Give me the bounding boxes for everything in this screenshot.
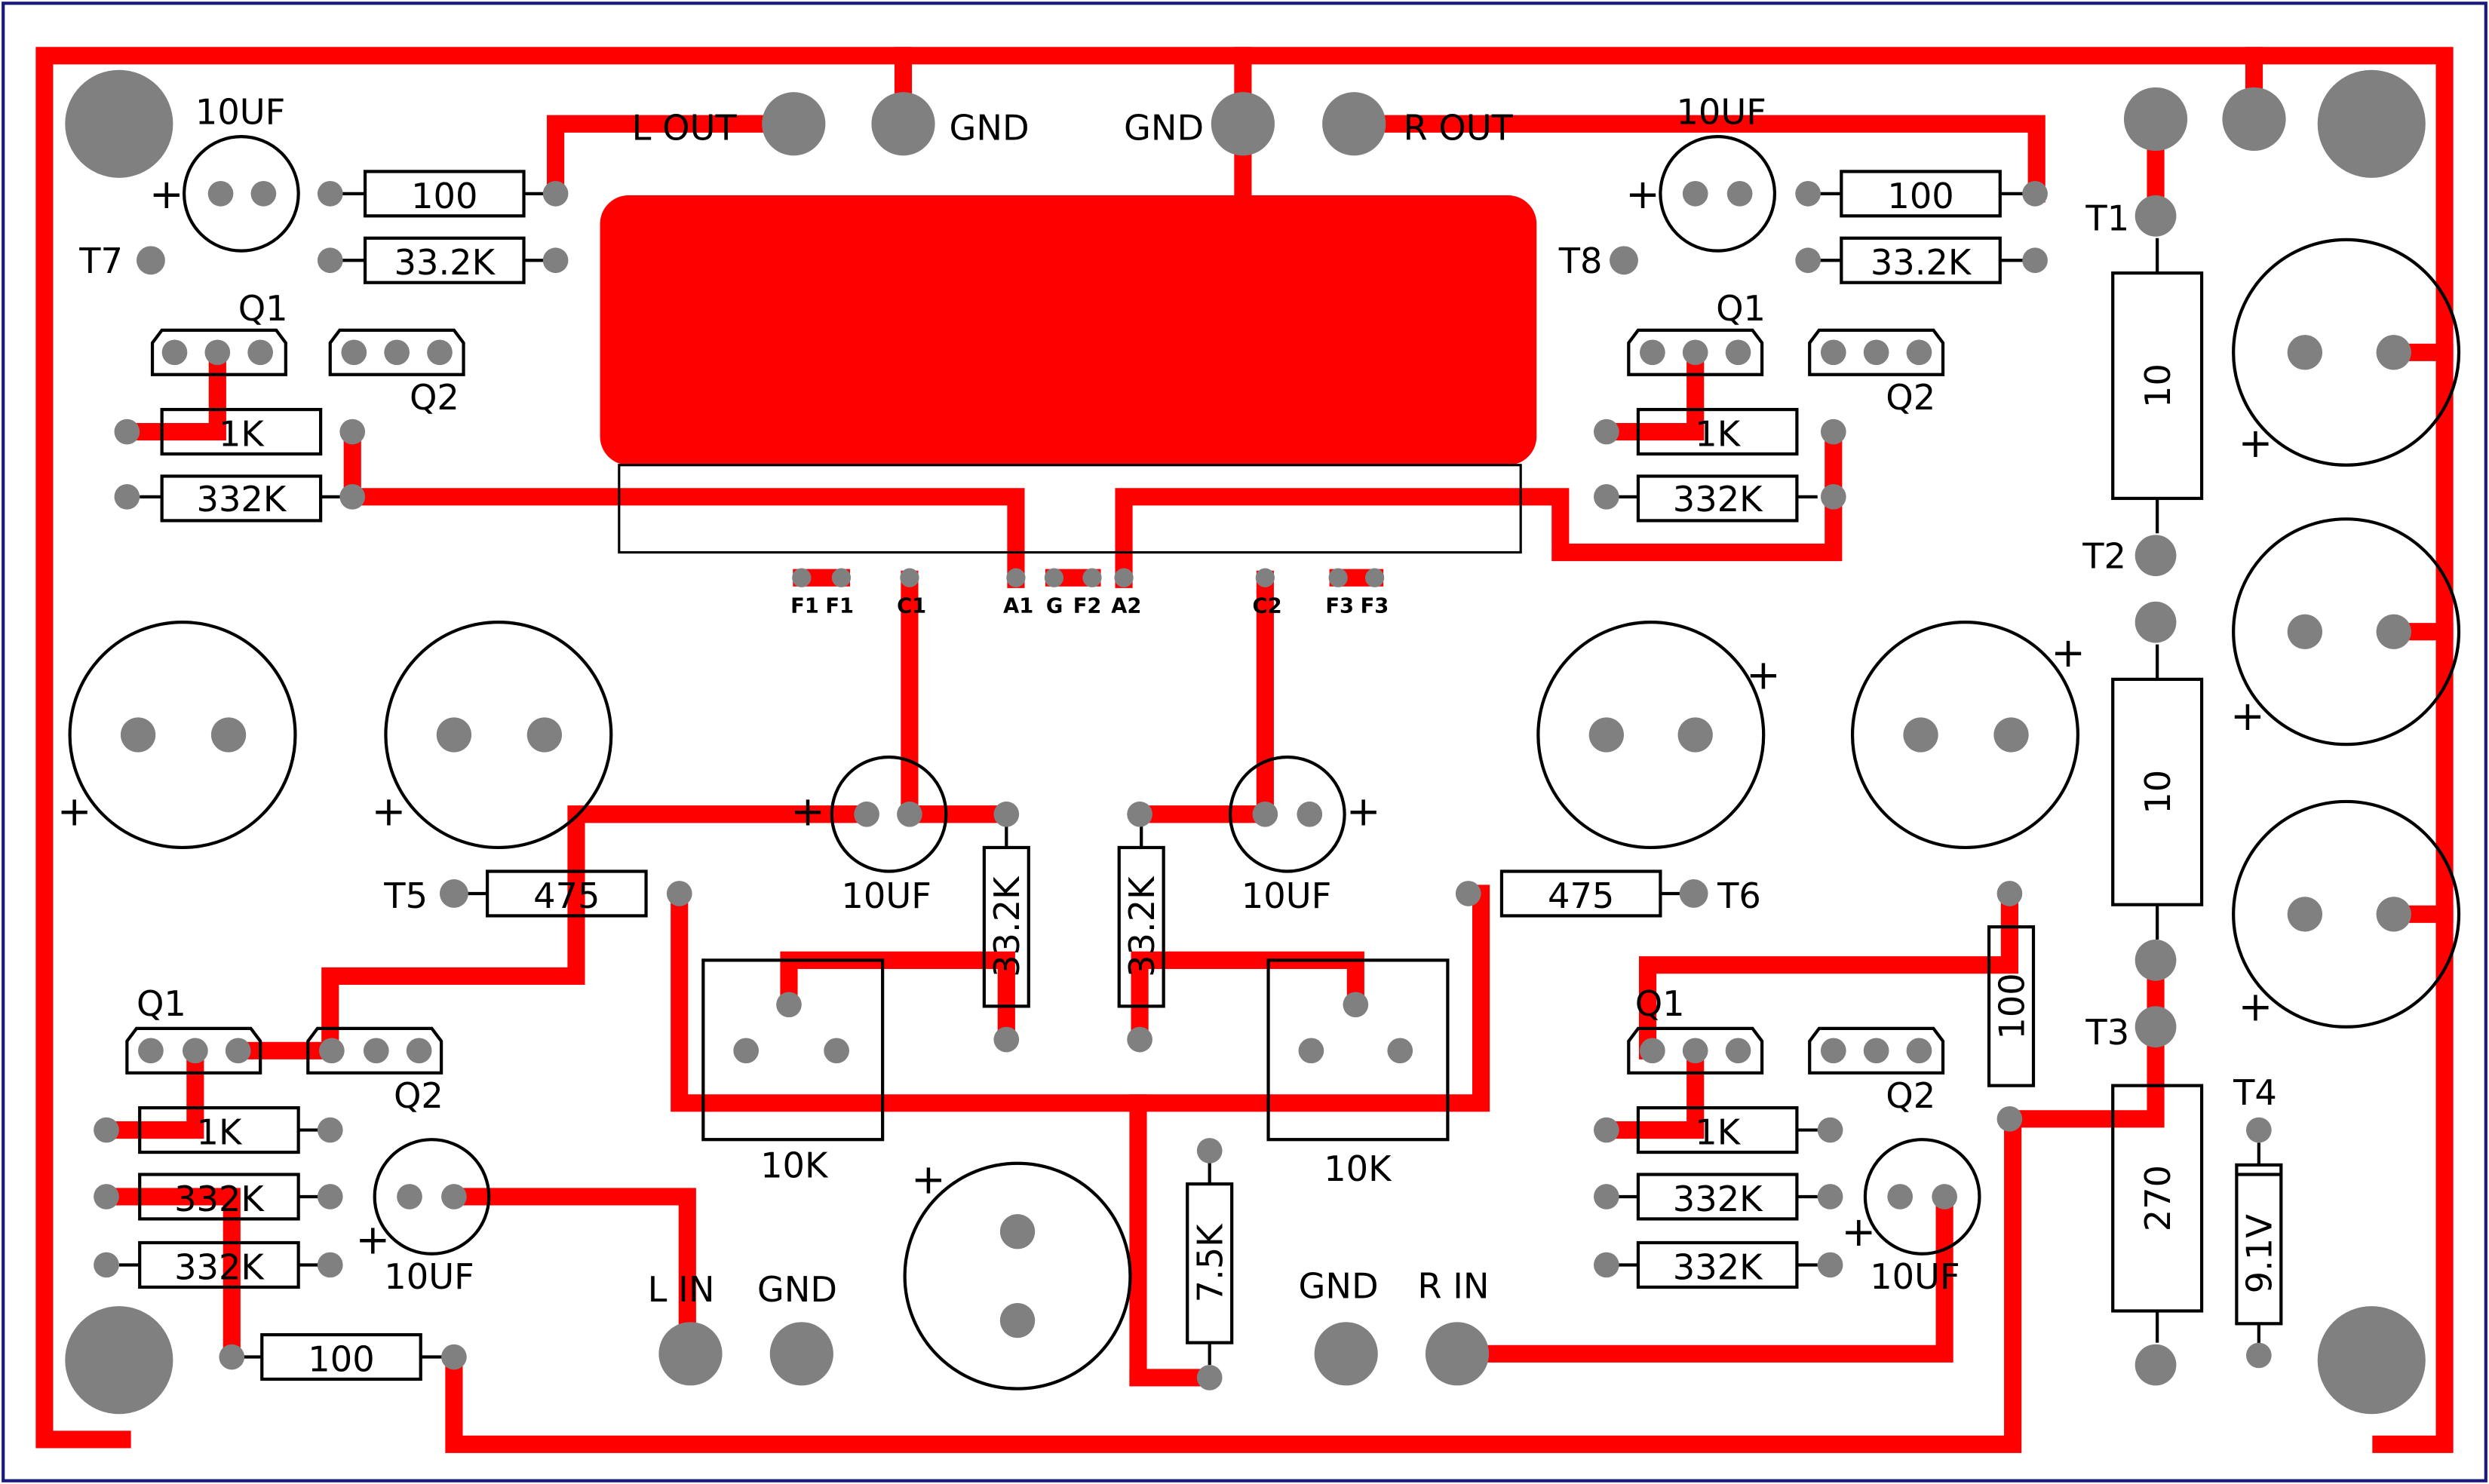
t3-label: T3 (2085, 1012, 2129, 1053)
r1k-bottom-left-label: 1K (197, 1112, 243, 1153)
q1-top-right-label: Q1 (1716, 288, 1766, 329)
r270-label: 270 (2138, 1165, 2178, 1231)
plus-cap-tl: + (149, 170, 184, 218)
q2-bottom-left-label: Q2 (394, 1075, 443, 1116)
pin-f1a-label: F1 (790, 594, 819, 618)
component-outlines (68, 134, 2461, 1390)
plus-mid-r: + (1346, 786, 1381, 835)
q2-top-left-label: Q2 (410, 377, 459, 418)
r1k-top-left-label: 1K (219, 413, 265, 454)
q2-top-right-label: Q2 (1886, 377, 1935, 418)
r100-bottom-left-label: 100 (308, 1338, 374, 1379)
pin-f1b-label: F1 (825, 594, 854, 618)
t4-label: T4 (2233, 1072, 2277, 1113)
q2-bottom-right-label: Q2 (1886, 1075, 1935, 1116)
plus-mid-l: + (790, 786, 825, 835)
r100-vertical-label: 100 (1991, 973, 2032, 1039)
r1k-bottom-right-label: 1K (1695, 1112, 1741, 1153)
plus-bot-r: + (1841, 1207, 1876, 1256)
r475-right-label: 475 (1548, 875, 1614, 916)
gnd-bottom-left-label: GND (757, 1269, 837, 1310)
r332k-top-right-label: 332K (1673, 479, 1763, 520)
plus-big-2: + (371, 786, 406, 835)
pin-f3b-label: F3 (1361, 594, 1389, 618)
cap-top-right-label: 10UF (1676, 91, 1766, 132)
cap-mid-left-label: 10UF (841, 875, 931, 916)
plus-big-7: + (2238, 982, 2273, 1030)
r475-left-label: 475 (533, 875, 600, 916)
gnd-top-left-label: GND (950, 107, 1030, 148)
l-in-label: L IN (648, 1269, 715, 1310)
plus-bot-l: + (355, 1216, 390, 1264)
t7-label: T7 (78, 241, 123, 281)
plus-big-6: + (2230, 691, 2265, 740)
pin-c2-label: C2 (1253, 594, 1282, 618)
q1-top-left-label: Q1 (238, 288, 288, 329)
gnd-top-center-label: GND (1124, 107, 1204, 148)
copper-traces (35, 47, 2454, 1453)
plus-big-bottom: + (911, 1155, 946, 1203)
r332k-bottom-right-1-label: 332K (1673, 1179, 1763, 1219)
solder-pads (65, 69, 2426, 1415)
r100-top-left-label: 100 (411, 176, 477, 216)
r10-1-label: 10 (2138, 363, 2178, 408)
pin-a1-label: A1 (1003, 594, 1033, 618)
r33k-top-right-label: 33.2K (1871, 242, 1972, 283)
plus-big-3: + (1746, 650, 1781, 698)
l-out-label: L OUT (632, 107, 738, 148)
plus-big-4: + (2051, 628, 2085, 676)
t8-label: T8 (1558, 241, 1603, 281)
t5-label: T5 (383, 875, 428, 916)
r-out-label: R OUT (1403, 107, 1513, 148)
plus-big-5: + (2238, 419, 2273, 467)
pin-f3a-label: F3 (1325, 594, 1354, 618)
pin-a2-label: A2 (1111, 594, 1141, 618)
r10-2-label: 10 (2138, 770, 2178, 814)
amplifier-chip-pad (600, 195, 1537, 465)
q1-bottom-left-label: Q1 (137, 983, 186, 1024)
pot-right-label: 10K (1324, 1148, 1392, 1189)
cap-mid-right-label: 10UF (1241, 875, 1331, 916)
cap-bottom-left-label: 10UF (384, 1256, 474, 1297)
gnd-bottom-right-label: GND (1299, 1266, 1379, 1307)
t6-label: T6 (1717, 875, 1761, 916)
r332k-top-left-label: 332K (197, 479, 287, 520)
r332-mid-left-label: 33.2K (987, 875, 1027, 977)
t1-label: T1 (2085, 198, 2129, 238)
pin-c1-label: C1 (897, 594, 926, 618)
pin-f2-label: F2 (1073, 594, 1102, 618)
amplifier-chip-body (618, 464, 1522, 554)
q1-bottom-right-label: Q1 (1635, 983, 1685, 1024)
cap-bottom-right-label: 10UF (1870, 1256, 1960, 1297)
r332k-bottom-right-2-label: 332K (1673, 1246, 1763, 1287)
r332-mid-right-label: 33.2K (1122, 875, 1162, 977)
t2-label: T2 (2082, 536, 2126, 577)
r33k-top-left-label: 33.2K (394, 242, 496, 283)
r100-top-right-label: 100 (1887, 176, 1953, 216)
r332k-bottom-left-1-label: 332K (174, 1179, 265, 1219)
r75k-label: 7.5K (1190, 1223, 1231, 1303)
plus-big-1: + (57, 786, 92, 835)
pin-g-label: G (1046, 594, 1063, 618)
pot-left-label: 10K (760, 1145, 829, 1186)
zener-label: 9.1V (2239, 1214, 2280, 1294)
r332k-bottom-left-2-label: 332K (174, 1246, 265, 1287)
r-in-label: R IN (1417, 1266, 1489, 1307)
cap-top-left-label: 10UF (195, 91, 285, 132)
plus-cap-tr: + (1625, 170, 1660, 218)
r1k-top-right-label: 1K (1695, 413, 1741, 454)
